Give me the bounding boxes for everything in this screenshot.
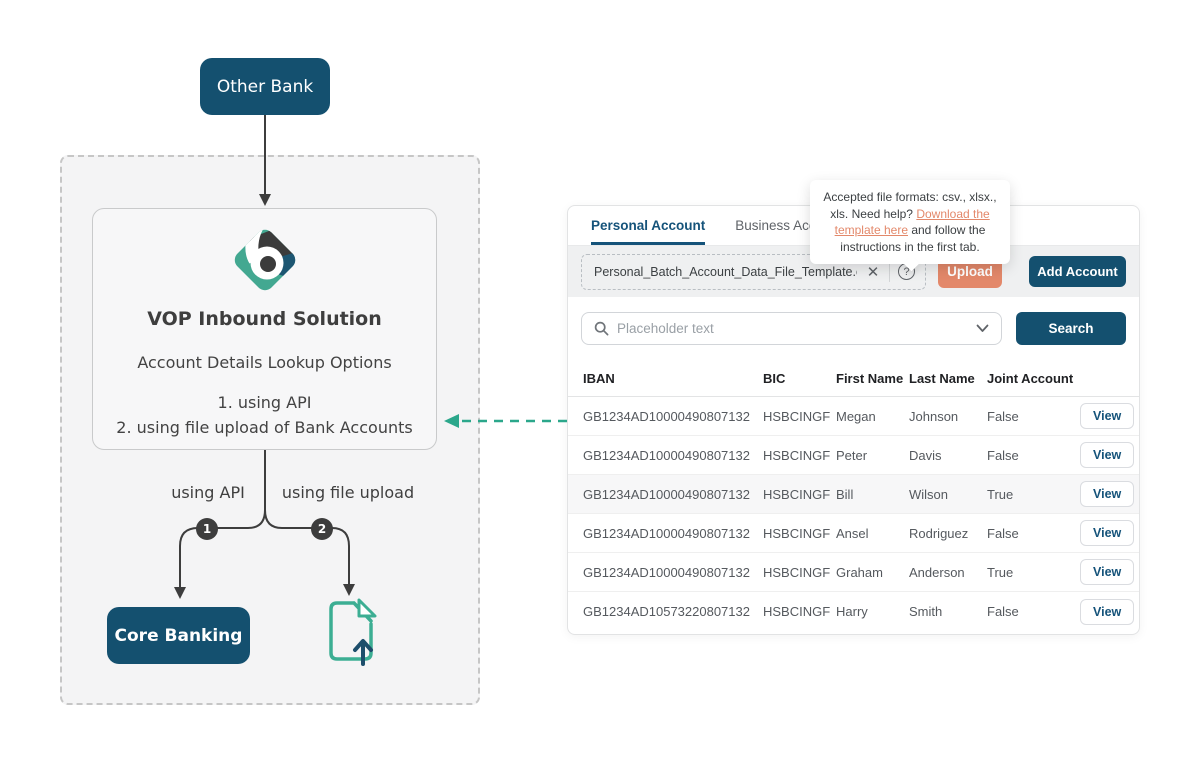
tab-personal-account[interactable]: Personal Account [591,206,706,245]
col-first-name: First Name [836,371,904,386]
branch-number-1: 1 [196,518,218,540]
other-bank-node: Other Bank [200,58,330,115]
search-placeholder: Placeholder text [617,321,714,336]
chevron-down-icon[interactable] [976,324,989,333]
cell-last-name: Davis [909,447,942,463]
view-button[interactable]: View [1080,520,1135,546]
cell-first-name: Harry [836,604,868,619]
cell-first-name: Peter [836,447,868,463]
cell-iban: GB1234AD10000490807132 [583,447,750,463]
add-account-button[interactable]: Add Account [1029,256,1126,287]
solution-title: VOP Inbound Solution [147,308,382,330]
cell-iban: GB1234AD10000490807132 [583,525,750,541]
tooltip-text-before: Accepted file formats: csv., xlsx., xls.… [823,190,997,221]
cell-iban: GB1234AD10000490807132 [583,564,750,580]
col-joint-account: Joint Account [987,371,1074,386]
cell-bic: HSBCINGF [763,486,831,502]
other-bank-label: Other Bank [216,76,314,97]
cell-joint-account: True [987,564,1014,580]
cell-first-name: Bill [836,486,854,502]
solution-card: VOP Inbound Solution Account Details Loo… [92,208,437,450]
table-row: GB1234AD10000490807132 HSBCINGF Megan Jo… [568,397,1139,436]
col-iban: IBAN [583,371,615,386]
core-banking-node: Core Banking [107,607,250,664]
branch-number-2: 2 [311,518,333,540]
view-button[interactable]: View [1080,403,1135,429]
help-tooltip: Accepted file formats: csv., xlsx., xls.… [810,180,1010,264]
cell-bic: HSBCINGF [763,408,831,424]
cell-joint-account: False [987,604,1019,619]
cell-bic: HSBCINGF [763,604,831,619]
table-row: GB1234AD10573220807132 HSBCINGF Harry Sm… [568,592,1139,631]
search-input[interactable]: Placeholder text [581,312,1002,345]
branch-label-file-upload: using file upload [281,483,415,502]
solution-option-2: 2. using file upload of Bank Accounts [116,418,413,437]
view-button[interactable]: View [1080,559,1135,585]
tooltip-text-after: and follow the instructions in the first… [840,223,986,254]
cell-first-name: Graham [836,564,883,580]
cell-last-name: Smith [909,604,943,619]
core-banking-label: Core Banking [114,625,243,646]
solution-option-1: 1. using API [217,393,312,412]
upload-strip: Personal_Batch_Account_Data_File_Templat… [568,246,1139,297]
file-name: Personal_Batch_Account_Data_File_Templat… [594,264,857,279]
table-row: GB1234AD10000490807132 HSBCINGF Ansel Ro… [568,514,1139,553]
cell-last-name: Wilson [909,486,949,502]
branch-label-api: using API [171,483,245,502]
solution-subtitle: Account Details Lookup Options [137,353,392,372]
upload-button[interactable]: Upload [938,255,1002,288]
cell-bic: HSBCINGF [763,447,831,463]
vop-logo-icon [230,226,299,294]
download-template-link[interactable]: Download the template here [834,206,990,238]
search-button[interactable]: Search [1016,312,1126,345]
divider [889,261,890,282]
cell-iban: GB1234AD10573220807132 [583,604,750,619]
table-row: GB1234AD10000490807132 HSBCINGF Peter Da… [568,436,1139,475]
view-button[interactable]: View [1080,481,1135,507]
search-icon [594,321,609,336]
cell-bic: HSBCINGF [763,525,831,541]
view-button[interactable]: View [1080,442,1135,468]
clear-file-icon[interactable]: ✕ [866,263,880,281]
file-upload-icon [329,598,377,666]
cell-joint-account: False [987,525,1019,541]
accounts-table: IBAN BIC First Name Last Name Joint Acco… [568,361,1139,631]
cell-last-name: Johnson [909,408,959,424]
table-row: GB1234AD10000490807132 HSBCINGF Graham A… [568,553,1139,592]
account-panel: Personal Account Business Account Person… [567,205,1140,635]
search-row: Placeholder text Search [581,312,1126,345]
cell-iban: GB1234AD10000490807132 [583,408,750,424]
table-row: GB1234AD10000490807132 HSBCINGF Bill Wil… [568,475,1139,514]
cell-last-name: Anderson [909,564,965,580]
file-input[interactable]: Personal_Batch_Account_Data_File_Templat… [581,253,926,290]
col-last-name: Last Name [909,371,975,386]
cell-first-name: Ansel [836,525,869,541]
cell-bic: HSBCINGF [763,564,831,580]
table-header: IBAN BIC First Name Last Name Joint Acco… [568,361,1139,397]
cell-joint-account: False [987,408,1019,424]
cell-first-name: Megan [836,408,876,424]
cell-iban: GB1234AD10000490807132 [583,486,750,502]
view-button[interactable]: View [1080,598,1135,625]
col-bic: BIC [763,371,786,386]
cell-joint-account: False [987,447,1019,463]
cell-last-name: Rodriguez [909,525,969,541]
cell-joint-account: True [987,486,1014,502]
